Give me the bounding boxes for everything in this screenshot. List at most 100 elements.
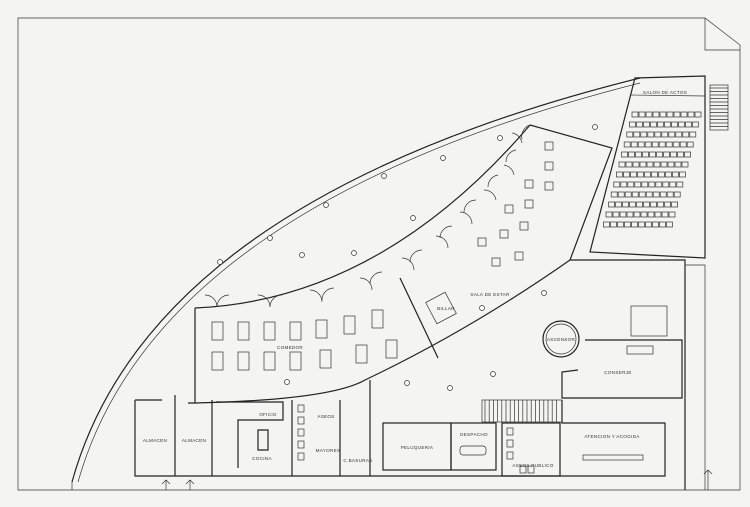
reception-desk (626, 345, 654, 355)
seat (660, 161, 668, 168)
seat (668, 131, 676, 138)
seat (620, 181, 628, 188)
seat (637, 171, 644, 178)
aseos-publico-room (501, 422, 561, 477)
room-label-despacho: DESPACHO (460, 432, 488, 437)
seat (647, 131, 655, 138)
seat (617, 191, 625, 198)
seat (662, 181, 670, 188)
main-stair-treads (484, 400, 557, 422)
seat (682, 131, 690, 138)
site-boundary (17, 17, 741, 491)
seat (672, 141, 680, 148)
seat (626, 211, 634, 218)
seat (652, 221, 659, 228)
seat (644, 141, 652, 148)
seat (631, 191, 639, 198)
seat (670, 151, 677, 158)
seat (645, 111, 653, 118)
room-label-salon-actos: SALON DE ACTOS (643, 90, 687, 95)
seat (638, 191, 646, 198)
seat (657, 121, 664, 128)
room-label-mayores: MAYORES (316, 448, 341, 453)
facade-arc (194, 124, 531, 309)
seat (630, 141, 638, 148)
seat (669, 181, 677, 188)
columns (217, 124, 598, 391)
seat (661, 131, 669, 138)
seat (623, 141, 631, 148)
toilet (506, 427, 514, 436)
seat (626, 131, 634, 138)
seat (631, 221, 638, 228)
outer-arc-inner (77, 82, 641, 483)
seat (675, 131, 683, 138)
seat (624, 221, 631, 228)
seat (640, 211, 648, 218)
seat (640, 131, 648, 138)
seat (659, 191, 667, 198)
seat (636, 201, 643, 208)
seat (685, 121, 692, 128)
seat (652, 191, 660, 198)
seat (617, 221, 624, 228)
room-label-comedor: COMEDOR (277, 345, 303, 350)
billiard-table (425, 291, 457, 325)
seat (621, 151, 628, 158)
seat (622, 201, 629, 208)
seat (634, 181, 642, 188)
seat (613, 181, 621, 188)
stair-treads (710, 87, 728, 127)
room-label-sala-estar: SALA DE ESTAR (470, 292, 510, 297)
conserje-walls (561, 339, 683, 399)
room-label-aseos: ASEOS (317, 414, 334, 419)
elevator-shaft (542, 320, 580, 358)
seat (654, 211, 662, 218)
seat (671, 201, 678, 208)
toilet (506, 439, 514, 448)
seat (638, 221, 645, 228)
seat (692, 121, 699, 128)
seat (646, 161, 654, 168)
stair-conserje (630, 305, 668, 337)
seat (629, 121, 636, 128)
stage-line (629, 94, 706, 97)
counter (582, 454, 644, 461)
seat (618, 161, 626, 168)
seat (673, 191, 681, 198)
kitchen-counters (216, 401, 284, 468)
seat (641, 181, 649, 188)
seat (676, 181, 684, 188)
seat (629, 201, 636, 208)
seat (666, 221, 673, 228)
seat (623, 171, 630, 178)
seat (659, 111, 667, 118)
room-label-conserje: CONSERJE (604, 370, 631, 375)
seat (633, 131, 641, 138)
seat (652, 111, 660, 118)
room-label-billar: BILLAR (437, 306, 455, 311)
room-label-almacen-1: ALMACEN (143, 438, 167, 443)
facade-doors (204, 124, 531, 308)
seat (645, 191, 653, 198)
seat (665, 171, 672, 178)
seat (678, 121, 685, 128)
seat (643, 201, 650, 208)
entrance-arrows (161, 469, 713, 490)
seat (658, 171, 665, 178)
toilet (527, 465, 535, 474)
comedor-partition (399, 277, 439, 359)
seat (630, 171, 637, 178)
seat (674, 161, 682, 168)
seat (605, 211, 613, 218)
seat (663, 151, 670, 158)
lounge-tables (477, 141, 554, 267)
seat (624, 191, 632, 198)
seat (680, 111, 688, 118)
site-corner (704, 18, 740, 51)
toilet (297, 416, 305, 425)
seat (631, 111, 639, 118)
seat (645, 221, 652, 228)
seat (612, 211, 620, 218)
